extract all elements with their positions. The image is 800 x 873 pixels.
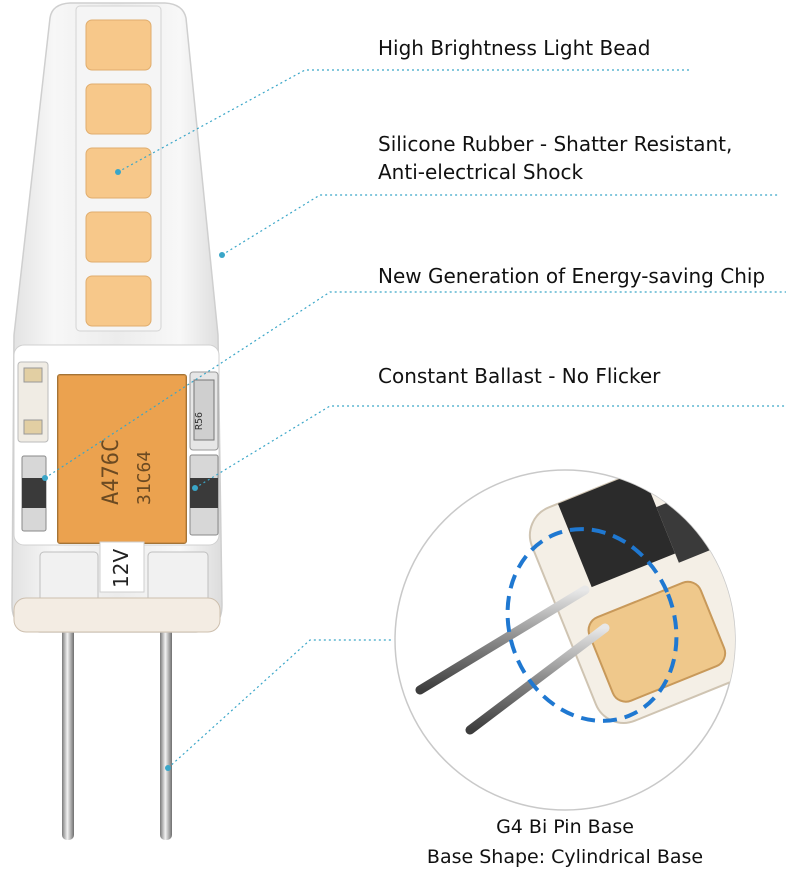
chip-text-1: A476C (99, 439, 124, 505)
capacitor-chip: A476C 31C64 (57, 374, 187, 544)
voltage-label: 12V (109, 549, 133, 588)
base-caption-shape: Base Shape: Cylindrical Base (426, 846, 704, 868)
base-zoom-view (394, 469, 736, 811)
callout-light-bead: High Brightness Light Bead (378, 36, 651, 60)
left-diode (22, 478, 46, 508)
light-bead-2 (85, 83, 152, 135)
light-beads (85, 19, 152, 327)
left-components (17, 361, 49, 532)
leader-lines (44, 69, 786, 769)
leader-dots (42, 169, 225, 771)
g4-bulb: A476C 31C64 R56 12V (11, 2, 223, 840)
base-caption-title: G4 Bi Pin Base (496, 816, 634, 838)
right-components: R56 (189, 371, 219, 536)
callout-silicone: Silicone Rubber - Shatter Resistant,Anti… (378, 132, 733, 184)
right-pin (160, 615, 172, 840)
light-bead-5 (85, 275, 152, 327)
base-highlight-ring (505, 527, 679, 723)
callout-ballast: Constant Ballast - No Flicker (378, 364, 661, 388)
resistor-text: R56 (194, 412, 205, 430)
light-bead-1 (85, 19, 152, 71)
callout-chip: New Generation of Energy-saving Chip (378, 264, 766, 288)
chip-text-2: 31C64 (134, 451, 155, 505)
base-area: 12V (13, 541, 221, 633)
light-bead-4 (85, 211, 152, 263)
left-pin (62, 615, 74, 840)
